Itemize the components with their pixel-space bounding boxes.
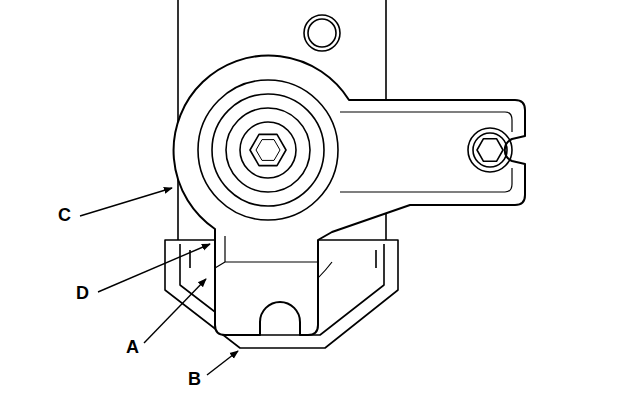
bushing-ring bbox=[198, 80, 338, 220]
callout-letter: D bbox=[76, 284, 89, 302]
bushing-ring bbox=[226, 108, 310, 192]
leader-line bbox=[144, 279, 206, 343]
callout-letter: B bbox=[188, 370, 201, 388]
callout-letter: A bbox=[126, 338, 139, 356]
hex-bolt-face bbox=[256, 140, 280, 161]
bolt-washer bbox=[473, 133, 507, 167]
hex-bolt bbox=[250, 134, 286, 165]
washer bbox=[240, 122, 296, 178]
leader-line bbox=[207, 351, 238, 375]
callout-letter: C bbox=[58, 206, 71, 224]
hex-bolt bbox=[477, 139, 503, 162]
mount-bracket bbox=[174, 56, 525, 335]
bolt-washer bbox=[468, 128, 512, 172]
hole-ring bbox=[308, 19, 336, 47]
tab-edge bbox=[215, 236, 318, 268]
bushing-ring bbox=[212, 94, 324, 206]
leader-line bbox=[98, 244, 210, 292]
hole-ring bbox=[304, 15, 340, 51]
arm-rib bbox=[340, 112, 512, 192]
leader-line bbox=[80, 188, 172, 216]
